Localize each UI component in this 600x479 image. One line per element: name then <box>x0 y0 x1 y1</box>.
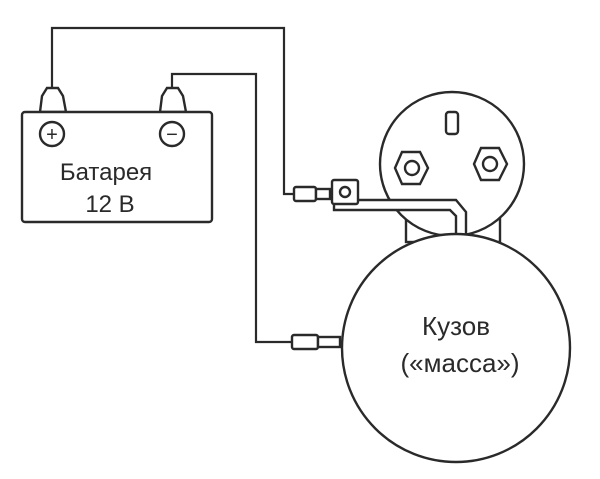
positive-wire <box>50 26 296 196</box>
battery-positive-post <box>38 86 68 114</box>
solenoid-small-terminal <box>444 110 460 136</box>
negative-wire <box>170 72 296 344</box>
ground-label-line2: («масса») <box>400 348 519 378</box>
plus-symbol: + <box>46 124 58 146</box>
solenoid-connection-terminal <box>330 178 468 246</box>
negative-wire-terminal <box>290 333 342 351</box>
ground-label-line1: Кузов <box>422 311 490 341</box>
battery-voltage: 12 В <box>85 191 134 218</box>
minus-symbol: − <box>166 124 178 146</box>
battery-minus-icon: − <box>158 120 186 148</box>
right-hex-nut-icon <box>472 146 509 182</box>
starter-body-circle <box>340 232 572 464</box>
battery-plus-icon: + <box>38 120 66 148</box>
left-hex-nut-icon <box>393 150 430 186</box>
solenoid-cap <box>378 90 526 238</box>
battery-negative-post <box>158 86 188 114</box>
positive-wire-terminal <box>292 185 332 203</box>
battery-label: Батарея <box>60 159 152 186</box>
